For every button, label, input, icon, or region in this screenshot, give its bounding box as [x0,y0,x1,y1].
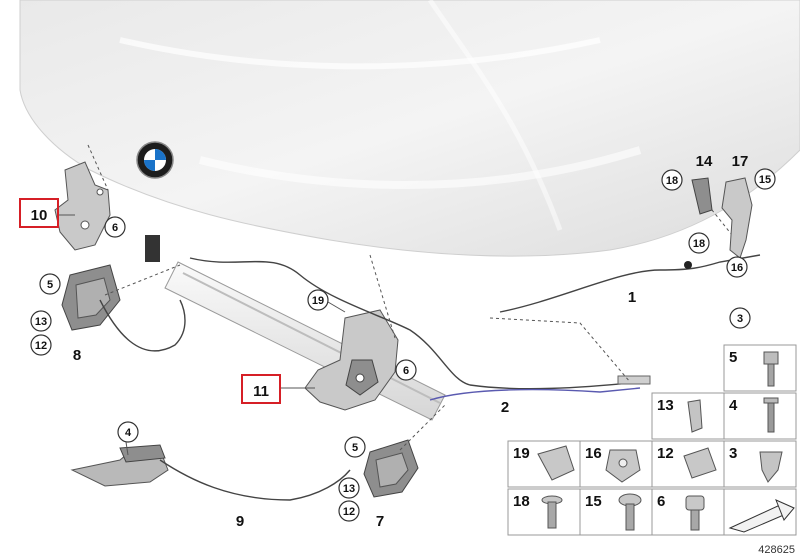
hood [19,0,800,257]
legend-label-15: 15 [585,493,602,510]
legend-part-18-screw [541,495,563,529]
legend-label-19: 19 [513,445,530,462]
legend-part-6-bolt [685,495,705,531]
callout-6-center: 6 [395,359,417,381]
callout-10: 10 [31,207,48,224]
svg-text:18: 18 [666,175,678,187]
svg-text:12: 12 [343,506,355,518]
svg-text:19: 19 [312,295,324,307]
callout-14: 14 [696,153,713,170]
callout-12-left: 12 [30,334,52,356]
callout-19: 19 [307,289,329,311]
image-number: 428625 [758,544,795,556]
legend-label-5: 5 [729,349,737,366]
svg-text:16: 16 [731,262,743,274]
bowden-cables [99,235,761,501]
legend-part-3-grommet [759,451,783,483]
callout-8: 8 [73,347,81,364]
callout-5-right: 5 [344,436,366,458]
legend-label-12: 12 [657,445,674,462]
callout-12-right: 12 [338,500,360,522]
legend-label-13: 13 [657,397,674,414]
callout-9: 9 [236,513,244,530]
hood-lock-right [363,439,419,498]
bmw-logo [136,141,174,179]
legend-part-19-clip [537,445,575,481]
legend-part-5-bolt [763,351,779,387]
hood-lock-left [61,264,121,331]
highlight-box-10 [19,198,59,228]
cross-member-rail [164,261,446,421]
svg-text:18: 18 [693,238,705,250]
svg-text:5: 5 [352,442,358,454]
callout-2: 2 [501,399,509,416]
svg-text:13: 13 [35,316,47,328]
legend-label-6: 6 [657,493,665,510]
legend-part-16-nut [605,449,641,483]
leader-lines [58,144,741,456]
highlight-box-11 [241,374,281,404]
svg-text:5: 5 [47,279,53,291]
callout-1: 1 [628,289,636,306]
legend-part-13-clip [687,399,703,433]
svg-text:13: 13 [343,483,355,495]
center-hood-lock-bracket [304,309,399,411]
callout-15: 15 [754,168,776,190]
left-hood-lock-bracket [54,161,111,251]
svg-text:4: 4 [125,427,132,439]
callout-13-right: 13 [338,477,360,499]
callout-13-left: 13 [30,310,52,332]
release-lever [70,444,169,487]
legend-label-4: 4 [729,397,738,414]
callout-17: 17 [732,153,749,170]
legend-label-18: 18 [513,493,530,510]
svg-text:12: 12 [35,340,47,352]
callout-4: 4 [117,421,139,443]
legend-part-12-clip [683,447,717,479]
svg-text:15: 15 [759,174,771,186]
callout-16: 16 [726,256,748,278]
legend-part-4-pin [763,397,779,433]
svg-text:6: 6 [403,365,409,377]
callout-5-left: 5 [39,273,61,295]
svg-text:3: 3 [737,313,743,325]
parts-legend-grid: 5 13 4 19 16 12 3 18 15 6 [507,344,797,536]
legend-label-16: 16 [585,445,602,462]
callout-3: 3 [729,307,751,329]
legend-label-3: 3 [729,445,737,462]
svg-text:6: 6 [112,222,118,234]
callout-6-left: 6 [104,216,126,238]
callout-18-bottom: 18 [688,232,710,254]
callout-7: 7 [376,513,384,530]
hood-release-handle-bracket [691,177,753,259]
callout-18-top: 18 [661,169,683,191]
direction-arrow-icon [728,499,795,533]
callout-11: 11 [253,383,269,400]
legend-part-15-screw [618,493,642,531]
